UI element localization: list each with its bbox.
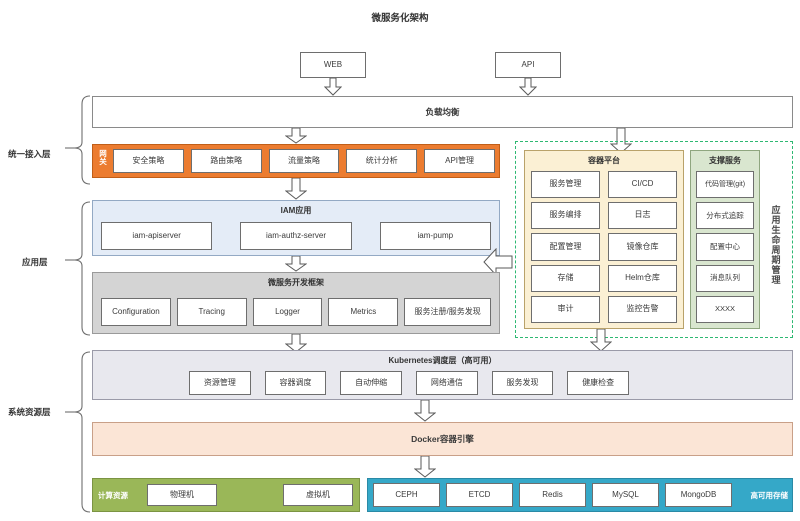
support-services-item-message-queue[interactable]: 消息队列	[696, 264, 754, 292]
side-label-resource-layer: 系统资源层	[8, 407, 51, 417]
kubernetes-band: Kubernetes调度层（高可用） 资源管理 容器调度 自动伸缩 网络通信 服…	[92, 350, 793, 400]
kubernetes-item-network-communication[interactable]: 网络通信	[416, 371, 478, 395]
arrow-kubernetes-to-docker	[414, 400, 436, 422]
container-platform-item-logging[interactable]: 日志	[608, 202, 677, 230]
gateway-label: 网关	[99, 149, 107, 166]
kubernetes-item-resource-management[interactable]: 资源管理	[189, 371, 251, 395]
side-brace-group	[65, 95, 91, 513]
storage-label: 高可用存储	[750, 491, 789, 500]
container-platform-item-storage[interactable]: 存储	[531, 264, 600, 292]
container-platform-item-cicd[interactable]: CI/CD	[608, 171, 677, 199]
iam-item-authz-server[interactable]: iam-authz-server	[240, 222, 352, 250]
container-platform-item-config-management[interactable]: 配置管理	[531, 233, 600, 261]
gateway-item-security-policy[interactable]: 安全策略	[113, 149, 184, 173]
storage-item-ceph[interactable]: CEPH	[373, 483, 440, 507]
container-platform-item-audit[interactable]: 审计	[531, 295, 600, 323]
iam-band: IAM应用 iam-apiserver iam-authz-server iam…	[92, 200, 500, 256]
iam-item-pump[interactable]: iam-pump	[379, 222, 491, 250]
support-services-item-code-management[interactable]: 代码管理(git)	[696, 171, 754, 199]
container-platform-item-helm-repository[interactable]: Helm仓库	[608, 264, 677, 292]
container-platform-item-image-repository[interactable]: 镜像仓库	[608, 233, 677, 261]
framework-title: 微服务开发框架	[268, 278, 324, 287]
compute-resources-item-virtual-machine[interactable]: 虚拟机	[283, 484, 353, 506]
docker-label: Docker容器引擎	[411, 434, 474, 444]
storage-item-mongodb[interactable]: MongoDB	[665, 483, 732, 507]
compute-resources-label: 计算资源	[98, 491, 128, 500]
storage-item-mysql[interactable]: MySQL	[592, 483, 659, 507]
gateway-item-traffic-policy[interactable]: 流量策略	[268, 149, 340, 173]
iam-title: IAM应用	[280, 206, 312, 215]
kubernetes-item-health-check[interactable]: 健康检查	[567, 371, 630, 395]
side-label-application-layer: 应用层	[22, 257, 48, 267]
kubernetes-item-service-discovery[interactable]: 服务发现	[491, 371, 554, 395]
arrow-iam-to-framework	[285, 256, 307, 272]
support-services-item-config-center[interactable]: 配置中心	[696, 233, 754, 261]
storage-item-redis[interactable]: Redis	[519, 483, 586, 507]
container-platform-panel: 容器平台 服务管理 CI/CD 服务编排 日志 配置管理 镜像仓库 存储 Hel…	[524, 150, 684, 329]
framework-band: 微服务开发框架 Configuration Tracing Logger Met…	[92, 272, 500, 334]
compute-resources-item-physical-machine[interactable]: 物理机	[147, 484, 217, 506]
side-label-access-layer: 统一接入层	[8, 149, 51, 159]
arrow-web-to-lb	[324, 78, 342, 96]
page-title: 微服务化架构	[371, 13, 429, 24]
compute-resources-band: 计算资源 物理机 虚拟机	[92, 478, 360, 512]
kubernetes-title: Kubernetes调度层（高可用）	[388, 356, 497, 365]
kubernetes-item-auto-scaling[interactable]: 自动伸缩	[340, 371, 403, 395]
storage-item-etcd[interactable]: ETCD	[446, 483, 513, 507]
container-platform-item-service-management[interactable]: 服务管理	[531, 171, 600, 199]
arrow-api-to-lb	[519, 78, 537, 96]
arrow-docker-to-storage	[414, 456, 436, 478]
support-services-item-distributed-tracing[interactable]: 分布式追踪	[696, 202, 754, 230]
load-balancer-band: 负载均衡	[92, 96, 793, 128]
framework-item-configuration[interactable]: Configuration	[101, 298, 171, 326]
gateway-item-routing-policy[interactable]: 路由策略	[190, 149, 262, 173]
arrow-lifecycle-to-application	[483, 248, 513, 276]
gateway-item-api-management[interactable]: API管理	[424, 149, 495, 173]
lifecycle-vertical-label: 应用生命周期管理	[770, 205, 781, 285]
entry-node-api[interactable]: API	[495, 52, 561, 78]
storage-band: CEPH ETCD Redis MySQL MongoDB 高可用存储	[367, 478, 793, 512]
lifecycle-dashed-panel	[515, 141, 793, 338]
docker-band: Docker容器引擎	[92, 422, 793, 456]
arrow-lb-to-gateway	[285, 128, 307, 144]
framework-item-tracing[interactable]: Tracing	[176, 298, 247, 326]
gateway-band: 网关 安全策略 路由策略 流量策略 统计分析 API管理	[92, 144, 500, 178]
framework-item-metrics[interactable]: Metrics	[328, 298, 399, 326]
container-platform-item-service-orchestration[interactable]: 服务编排	[531, 202, 600, 230]
entry-node-web[interactable]: WEB	[300, 52, 366, 78]
support-services-panel: 支撑服务 代码管理(git) 分布式追踪 配置中心 消息队列 XXXX	[690, 150, 760, 329]
framework-item-logger[interactable]: Logger	[252, 298, 323, 326]
support-services-title: 支撑服务	[709, 156, 741, 165]
container-platform-title: 容器平台	[588, 156, 620, 165]
arrow-gateway-to-iam	[285, 178, 307, 200]
gateway-item-statistics[interactable]: 统计分析	[346, 149, 418, 173]
framework-item-service-registry-discovery[interactable]: 服务注册/服务发现	[404, 298, 492, 326]
container-platform-item-monitoring-alerting[interactable]: 监控告警	[608, 295, 677, 323]
arrow-framework-to-kubernetes	[285, 334, 307, 352]
arrow-lifecycle-to-kubernetes	[590, 329, 612, 352]
load-balancer-label: 负载均衡	[425, 107, 460, 117]
arrow-lb-to-container-platform	[610, 128, 632, 154]
iam-item-apiserver[interactable]: iam-apiserver	[101, 222, 213, 250]
support-services-item-xxxx[interactable]: XXXX	[696, 295, 754, 323]
kubernetes-item-container-scheduling[interactable]: 容器调度	[264, 371, 327, 395]
